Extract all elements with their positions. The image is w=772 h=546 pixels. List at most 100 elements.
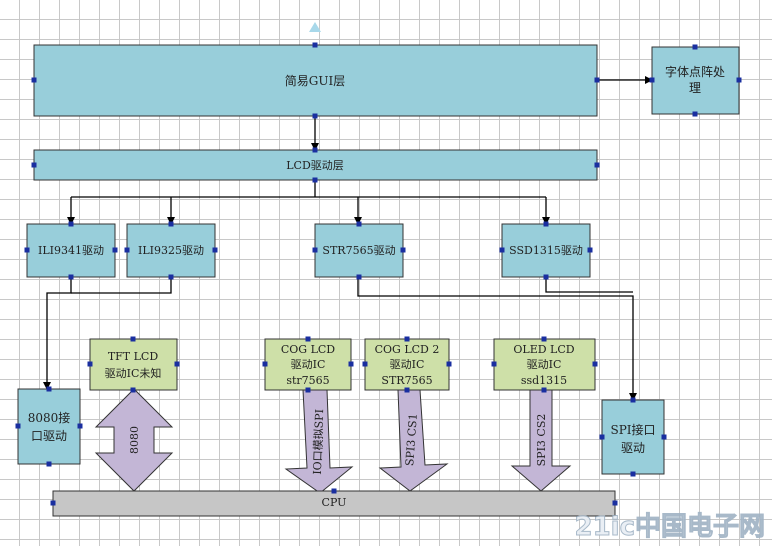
selection-handle <box>661 434 667 440</box>
font-dot-matrix-label-line2: 理 <box>689 81 701 95</box>
selection-handle <box>692 111 698 117</box>
lcd-driver-layer-box: LCD驱动层 <box>33 149 598 181</box>
selection-handle <box>262 361 268 367</box>
bus-8080-label: 8080 <box>128 426 141 454</box>
cog-lcd-label-line1: COG LCD <box>281 343 335 356</box>
8080-interface-label-line1: 8080接 <box>28 410 71 425</box>
selection-handle <box>736 77 742 83</box>
cpu-label: CPU <box>322 496 347 509</box>
selection-handle <box>612 500 618 506</box>
selection-handle <box>174 361 180 367</box>
selection-handle <box>499 247 505 253</box>
selection-handle <box>68 274 74 280</box>
cog-lcd-2-label-line3: STR7565 <box>381 374 432 387</box>
selection-handle <box>362 361 368 367</box>
8080-interface-label-line2: 口驱动 <box>31 429 67 443</box>
ili9325-driver-label: ILI9325驱动 <box>138 244 204 257</box>
selection-handle <box>692 44 698 50</box>
selection-handle <box>31 162 37 168</box>
selection-handle <box>124 247 130 253</box>
selection-handle <box>15 423 21 429</box>
watermark-text: 21ic中国电子网 <box>574 512 765 542</box>
selection-handle <box>212 247 218 253</box>
oled-lcd-label-line1: OLED LCD <box>513 343 574 356</box>
oled-lcd-label-line3: ssd1315 <box>521 374 567 387</box>
selection-handle <box>168 274 174 280</box>
selection-handle <box>649 77 655 83</box>
selection-handle <box>599 434 605 440</box>
selection-handle <box>305 336 311 342</box>
selection-handle <box>400 247 406 253</box>
selection-handles <box>15 42 742 506</box>
selection-handle <box>312 177 318 183</box>
selection-handle <box>404 336 410 342</box>
selection-handle <box>77 423 83 429</box>
connector-lines <box>43 76 653 401</box>
selection-handle <box>46 461 52 467</box>
font-dot-matrix-box: 字体点阵处 理 <box>651 46 740 115</box>
ssd1315-driver-box: SSD1315驱动 <box>501 223 591 278</box>
spi3-cs2-arrow: SPI3 CS2 <box>510 389 572 492</box>
spi-interface-driver-box: SPI接口 驱动 <box>601 399 665 475</box>
cog-lcd-label-line3: str7565 <box>286 374 329 387</box>
selection-handle <box>305 387 311 393</box>
font-dot-matrix-label-line1: 字体点阵处 <box>665 64 725 79</box>
str7565-driver-box: STR7565驱动 <box>314 223 404 278</box>
selection-handle <box>68 221 74 227</box>
spi-interface-label-line1: SPI接口 <box>610 422 655 437</box>
selection-handle <box>312 247 318 253</box>
selection-handle <box>46 386 52 392</box>
selection-handle <box>24 247 30 253</box>
selection-handle <box>31 77 37 83</box>
line-str7565-to-spi <box>357 277 637 401</box>
oled-lcd-label-line2: 驱动IC <box>527 358 562 371</box>
str7565-driver-label: STR7565驱动 <box>322 244 395 257</box>
selection-handle <box>541 336 547 342</box>
ssd1315-driver-label: SSD1315驱动 <box>509 244 583 257</box>
tft-lcd-label-line2: 驱动IC未知 <box>105 366 162 380</box>
selection-handle <box>594 77 600 83</box>
selection-handle <box>130 387 136 393</box>
selection-handle <box>312 113 318 119</box>
tft-lcd-box: TFT LCD 驱动IC未知 <box>89 338 178 391</box>
io-sim-spi-arrow: IO口模拟SPI <box>284 389 354 494</box>
selection-handle <box>168 221 174 227</box>
8080-interface-driver-box: 8080接 口驱动 <box>17 388 81 465</box>
spi3-cs2-label: SPI3 CS2 <box>535 414 548 467</box>
selection-handle <box>592 361 598 367</box>
spi3-cs1-arrow: SPI3 CS1 <box>378 389 449 492</box>
selection-handle <box>112 247 118 253</box>
spi-interface-label-line2: 驱动 <box>621 441 645 455</box>
selection-handle <box>331 488 337 494</box>
selection-handle <box>348 361 354 367</box>
spi3-cs1-label: SPI3 CS1 <box>403 413 420 467</box>
selection-handle <box>587 247 593 253</box>
selection-handle <box>404 387 410 393</box>
selection-handle <box>446 361 452 367</box>
selection-handle <box>356 274 362 280</box>
selection-handle <box>543 274 549 280</box>
cog-lcd-2-box: COG LCD 2 驱动IC STR7565 <box>364 338 450 391</box>
cog-lcd-2-label-line1: COG LCD 2 <box>375 343 440 356</box>
selection-handle <box>630 397 636 403</box>
bus-8080-double-arrow: 8080 <box>94 388 174 492</box>
selection-handle <box>491 361 497 367</box>
selection-handle <box>541 387 547 393</box>
ili9341-driver-box: ILI9341驱动 <box>26 223 116 278</box>
gui-layer-label: 简易GUI层 <box>285 74 345 88</box>
oled-lcd-box: OLED LCD 驱动IC ssd1315 <box>493 338 596 391</box>
line-ili9341-to-8080 <box>43 277 72 390</box>
line-ssd1315-to-spi <box>545 277 633 293</box>
top-anchor-icon <box>309 22 321 32</box>
tft-lcd-label-line1: TFT LCD <box>108 350 159 363</box>
cog-lcd-label-line2: 驱动IC <box>291 358 326 371</box>
lcd-driver-layer-label: LCD驱动层 <box>286 159 344 172</box>
io-sim-spi-label: IO口模拟SPI <box>310 409 326 475</box>
cog-lcd-box: COG LCD 驱动IC str7565 <box>264 338 352 391</box>
selection-handle <box>356 221 362 227</box>
21ic-watermark-logo: 21ic中国电子网 <box>574 512 766 543</box>
line-ili9325-to-8080 <box>71 277 172 294</box>
ili9325-driver-box: ILI9325驱动 <box>126 223 216 278</box>
